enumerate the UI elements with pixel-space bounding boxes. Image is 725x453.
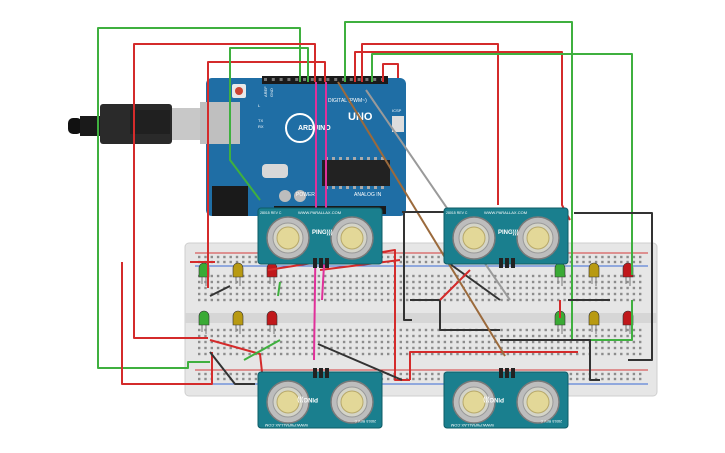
green-wire[interactable] [344,21,633,341]
sensor-title: PING))) [483,396,504,402]
digital-pins [264,78,384,81]
capacitor [279,190,291,202]
red-wire[interactable] [207,61,326,288]
green-led[interactable] [554,310,566,334]
sensor-site: WWW.PARALLAX.COM [484,210,527,215]
black-wire[interactable] [209,285,231,297]
black-wire[interactable] [403,212,412,321]
analog-label: ANALOG IN [354,192,382,198]
digital-label: DIGITAL (PWM~) [328,98,367,104]
sensor-site: WWW.PARALLAX.COM [451,423,494,428]
green-wire[interactable] [97,27,301,369]
black-wire[interactable] [209,351,255,385]
crystal [262,164,288,178]
power-label: POWER [296,192,315,198]
green-led[interactable] [198,310,210,334]
capacitor [294,190,306,202]
red-wire[interactable] [121,262,213,385]
yellow-led[interactable] [232,262,244,286]
sensor-rev: 28015 REV C [540,419,562,423]
ultrasonic-sensor-1[interactable]: PING))) WWW.PARALLAX.COM 28015 REV C [257,207,383,268]
yellow-led[interactable] [232,310,244,334]
red-wire[interactable] [319,259,401,271]
ultrasonic-sensor-3[interactable]: PING))) WWW.PARALLAX.COM 28015 REV C [257,368,383,429]
grey-wire[interactable] [365,89,511,301]
icsp-label: ICSP [392,108,402,113]
power-jack [212,186,248,216]
black-wire[interactable] [410,299,500,331]
green-wire[interactable] [371,53,633,275]
yellow-led[interactable] [588,310,600,334]
sensor-title: PING))) [498,230,519,236]
aref-label: AREF [263,86,268,97]
red-wire[interactable] [409,351,578,380]
rx-label: RX [258,124,264,129]
green-wire[interactable] [277,281,281,297]
green-led[interactable] [554,262,566,286]
sensor-rev: 28015 REV C [354,419,376,423]
black-wire[interactable] [449,263,501,301]
red-led[interactable] [622,262,634,286]
l-label: L [258,103,261,108]
ultrasonic-sensor-2[interactable]: PING))) WWW.PARALLAX.COM 28015 REV C [443,207,569,268]
black-wire[interactable] [500,339,600,381]
green-wire[interactable] [229,47,309,201]
leds [198,262,634,334]
red-wire[interactable] [439,269,471,301]
black-wire[interactable] [574,212,653,361]
breadboard[interactable] [184,242,658,397]
arduino-logo-icon [285,113,315,143]
red-wire[interactable] [133,43,316,339]
red-wire[interactable] [209,339,263,373]
yellow-led[interactable] [588,262,600,286]
sensor-title: PING))) [297,396,318,402]
green-wire[interactable] [243,339,281,361]
sensor-rev: 28015 REV C [260,211,282,215]
black-wire[interactable] [317,343,403,381]
tx-label: TX [258,118,263,123]
icsp-header [392,116,404,132]
ultrasonic-sensor-4[interactable]: PING))) WWW.PARALLAX.COM 28015 REV C [443,368,569,429]
sensor-title: PING))) [312,230,333,236]
sensor-site: WWW.PARALLAX.COM [298,210,341,215]
brand-label: ARDUINO [298,125,331,132]
gnd-label: GND [269,88,274,97]
brown-wire[interactable] [337,81,506,357]
red-led[interactable] [266,310,278,334]
atmega-chip [322,160,390,186]
red-wire[interactable] [361,43,499,205]
red-wire[interactable] [382,63,399,82]
sensor-site: WWW.PARALLAX.COM [265,423,308,428]
sensor-rev: 28015 REV C [446,211,468,215]
usb-port [200,102,240,144]
